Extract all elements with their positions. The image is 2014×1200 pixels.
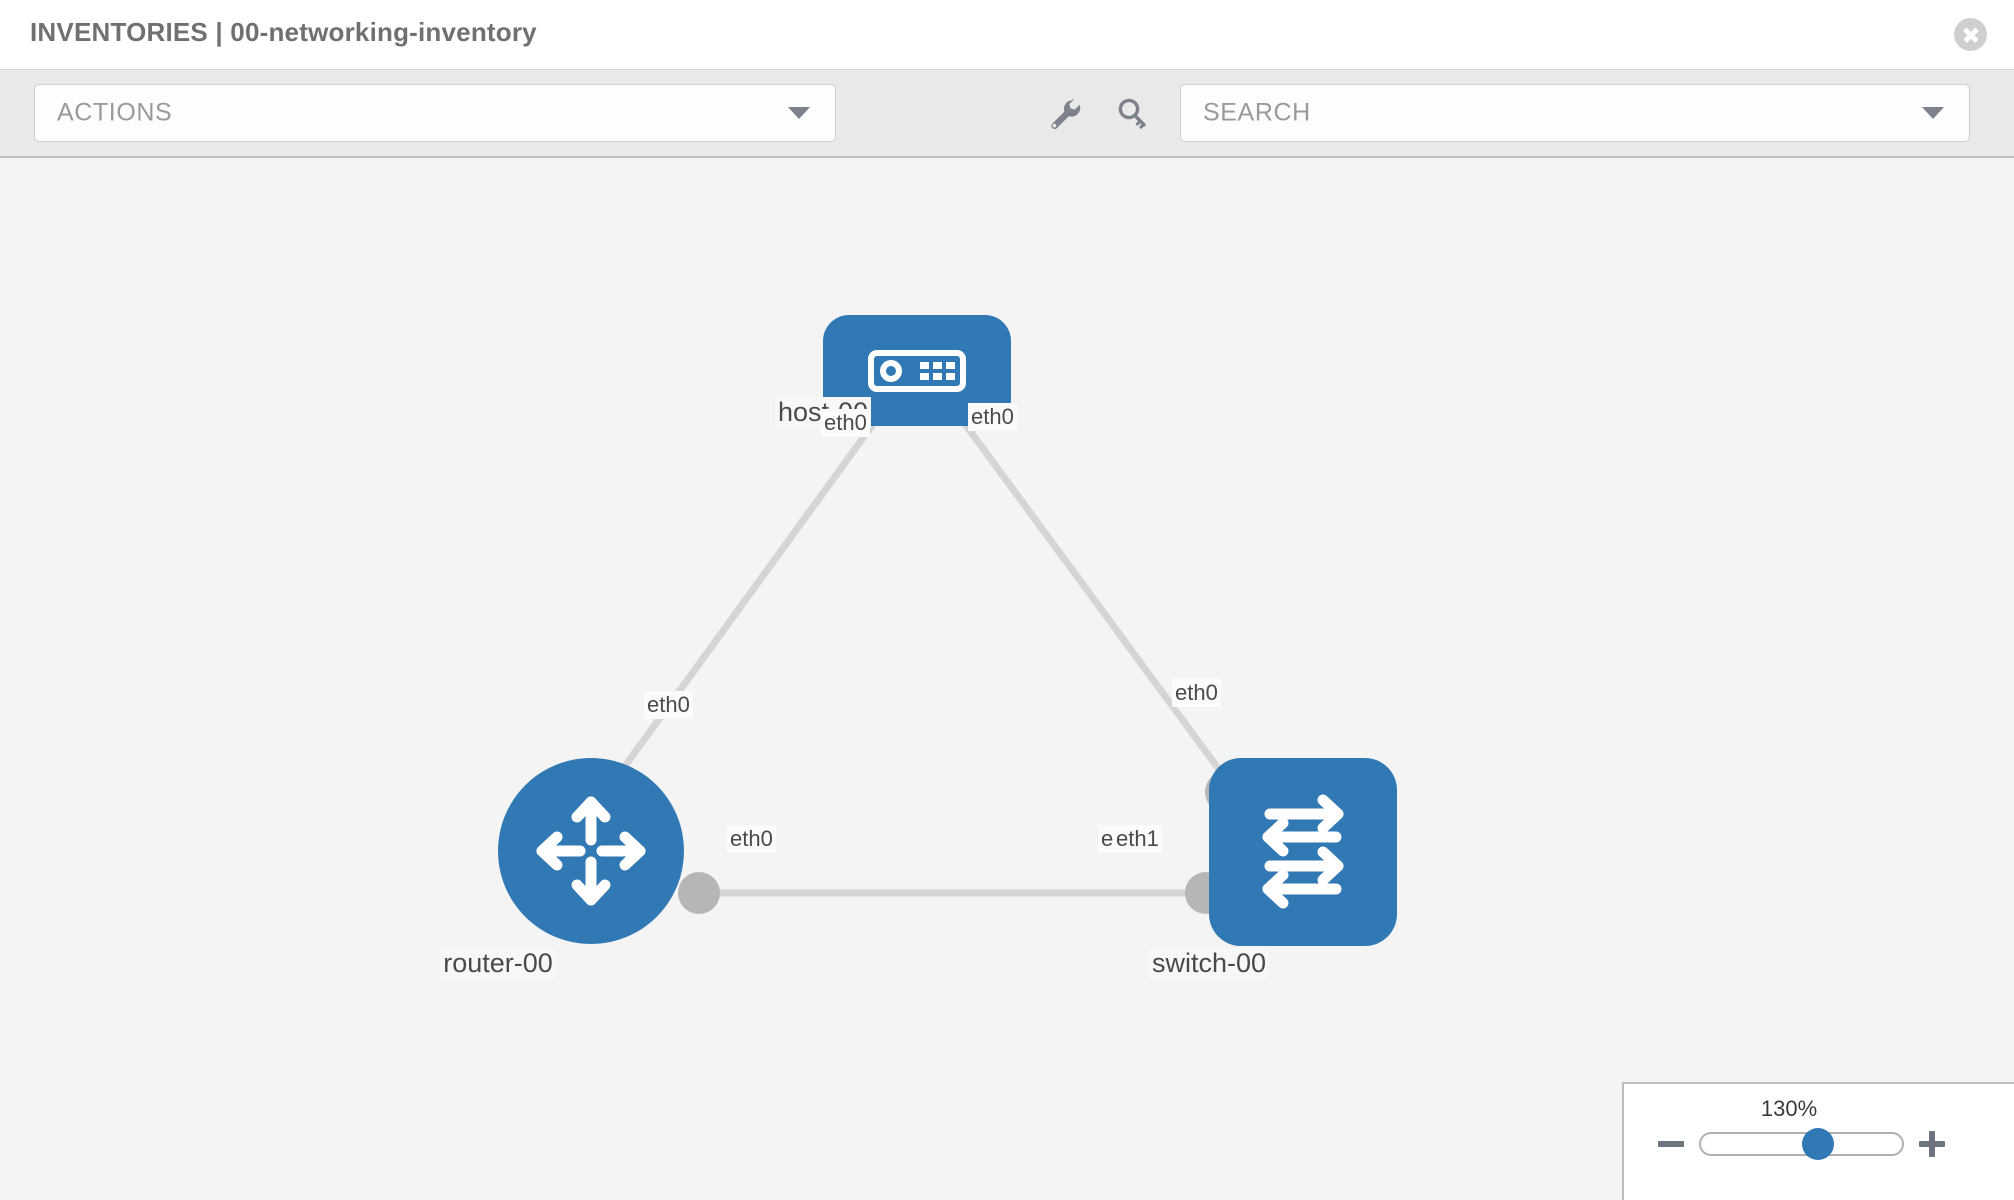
server-icon <box>868 349 966 392</box>
router-node-shape <box>498 758 684 944</box>
topology-links <box>577 417 1243 897</box>
chevron-down-icon <box>788 107 810 119</box>
search-input[interactable]: SEARCH <box>1180 84 1970 142</box>
toolbar: ACTIONS SEARCH <box>0 70 2014 158</box>
page-title: INVENTORIES | 00-networking-inventory <box>30 17 537 47</box>
if-label-router-right: eth0 <box>727 825 776 853</box>
actions-dropdown-label: ACTIONS <box>57 98 173 127</box>
zoom-slider[interactable] <box>1699 1128 1904 1160</box>
if-label-host-right: eth0 <box>968 403 1017 431</box>
page-header: INVENTORIES | 00-networking-inventory <box>0 0 2014 70</box>
zoom-slider-thumb[interactable] <box>1801 1128 1834 1160</box>
link-host-switch <box>959 417 1243 801</box>
zoom-percent-label: 130% <box>1760 1096 1818 1121</box>
chevron-down-icon <box>1922 107 1944 119</box>
router-icon <box>536 796 646 906</box>
link-host-router <box>577 417 879 831</box>
zoom-control-panel: 130% <box>1622 1082 2014 1200</box>
node-switch-00-label: switch-00 <box>1148 948 1270 979</box>
actions-dropdown[interactable]: ACTIONS <box>34 84 836 142</box>
close-icon[interactable] <box>1954 18 1987 51</box>
topology-canvas[interactable]: host-00 router-00 <box>0 158 2014 1200</box>
search-placeholder: SEARCH <box>1203 98 1311 127</box>
if-label-host-left: eth0 <box>821 409 870 437</box>
wrench-icon[interactable] <box>1046 96 1082 132</box>
minus-icon <box>1656 1129 1686 1159</box>
key-icon[interactable] <box>1114 96 1150 132</box>
zoom-out-button[interactable] <box>1656 1129 1686 1159</box>
connector-router-right <box>678 872 720 914</box>
if-label-router-up: eth0 <box>644 691 693 719</box>
if-label-switch-left: eth1 <box>1113 825 1162 853</box>
node-router-00-label: router-00 <box>440 948 556 979</box>
switch-icon <box>1262 794 1344 909</box>
plus-icon <box>1917 1129 1947 1159</box>
if-label-switch-up: eth0 <box>1172 679 1221 707</box>
zoom-in-button[interactable] <box>1917 1129 1947 1159</box>
switch-node-shape <box>1209 758 1397 946</box>
